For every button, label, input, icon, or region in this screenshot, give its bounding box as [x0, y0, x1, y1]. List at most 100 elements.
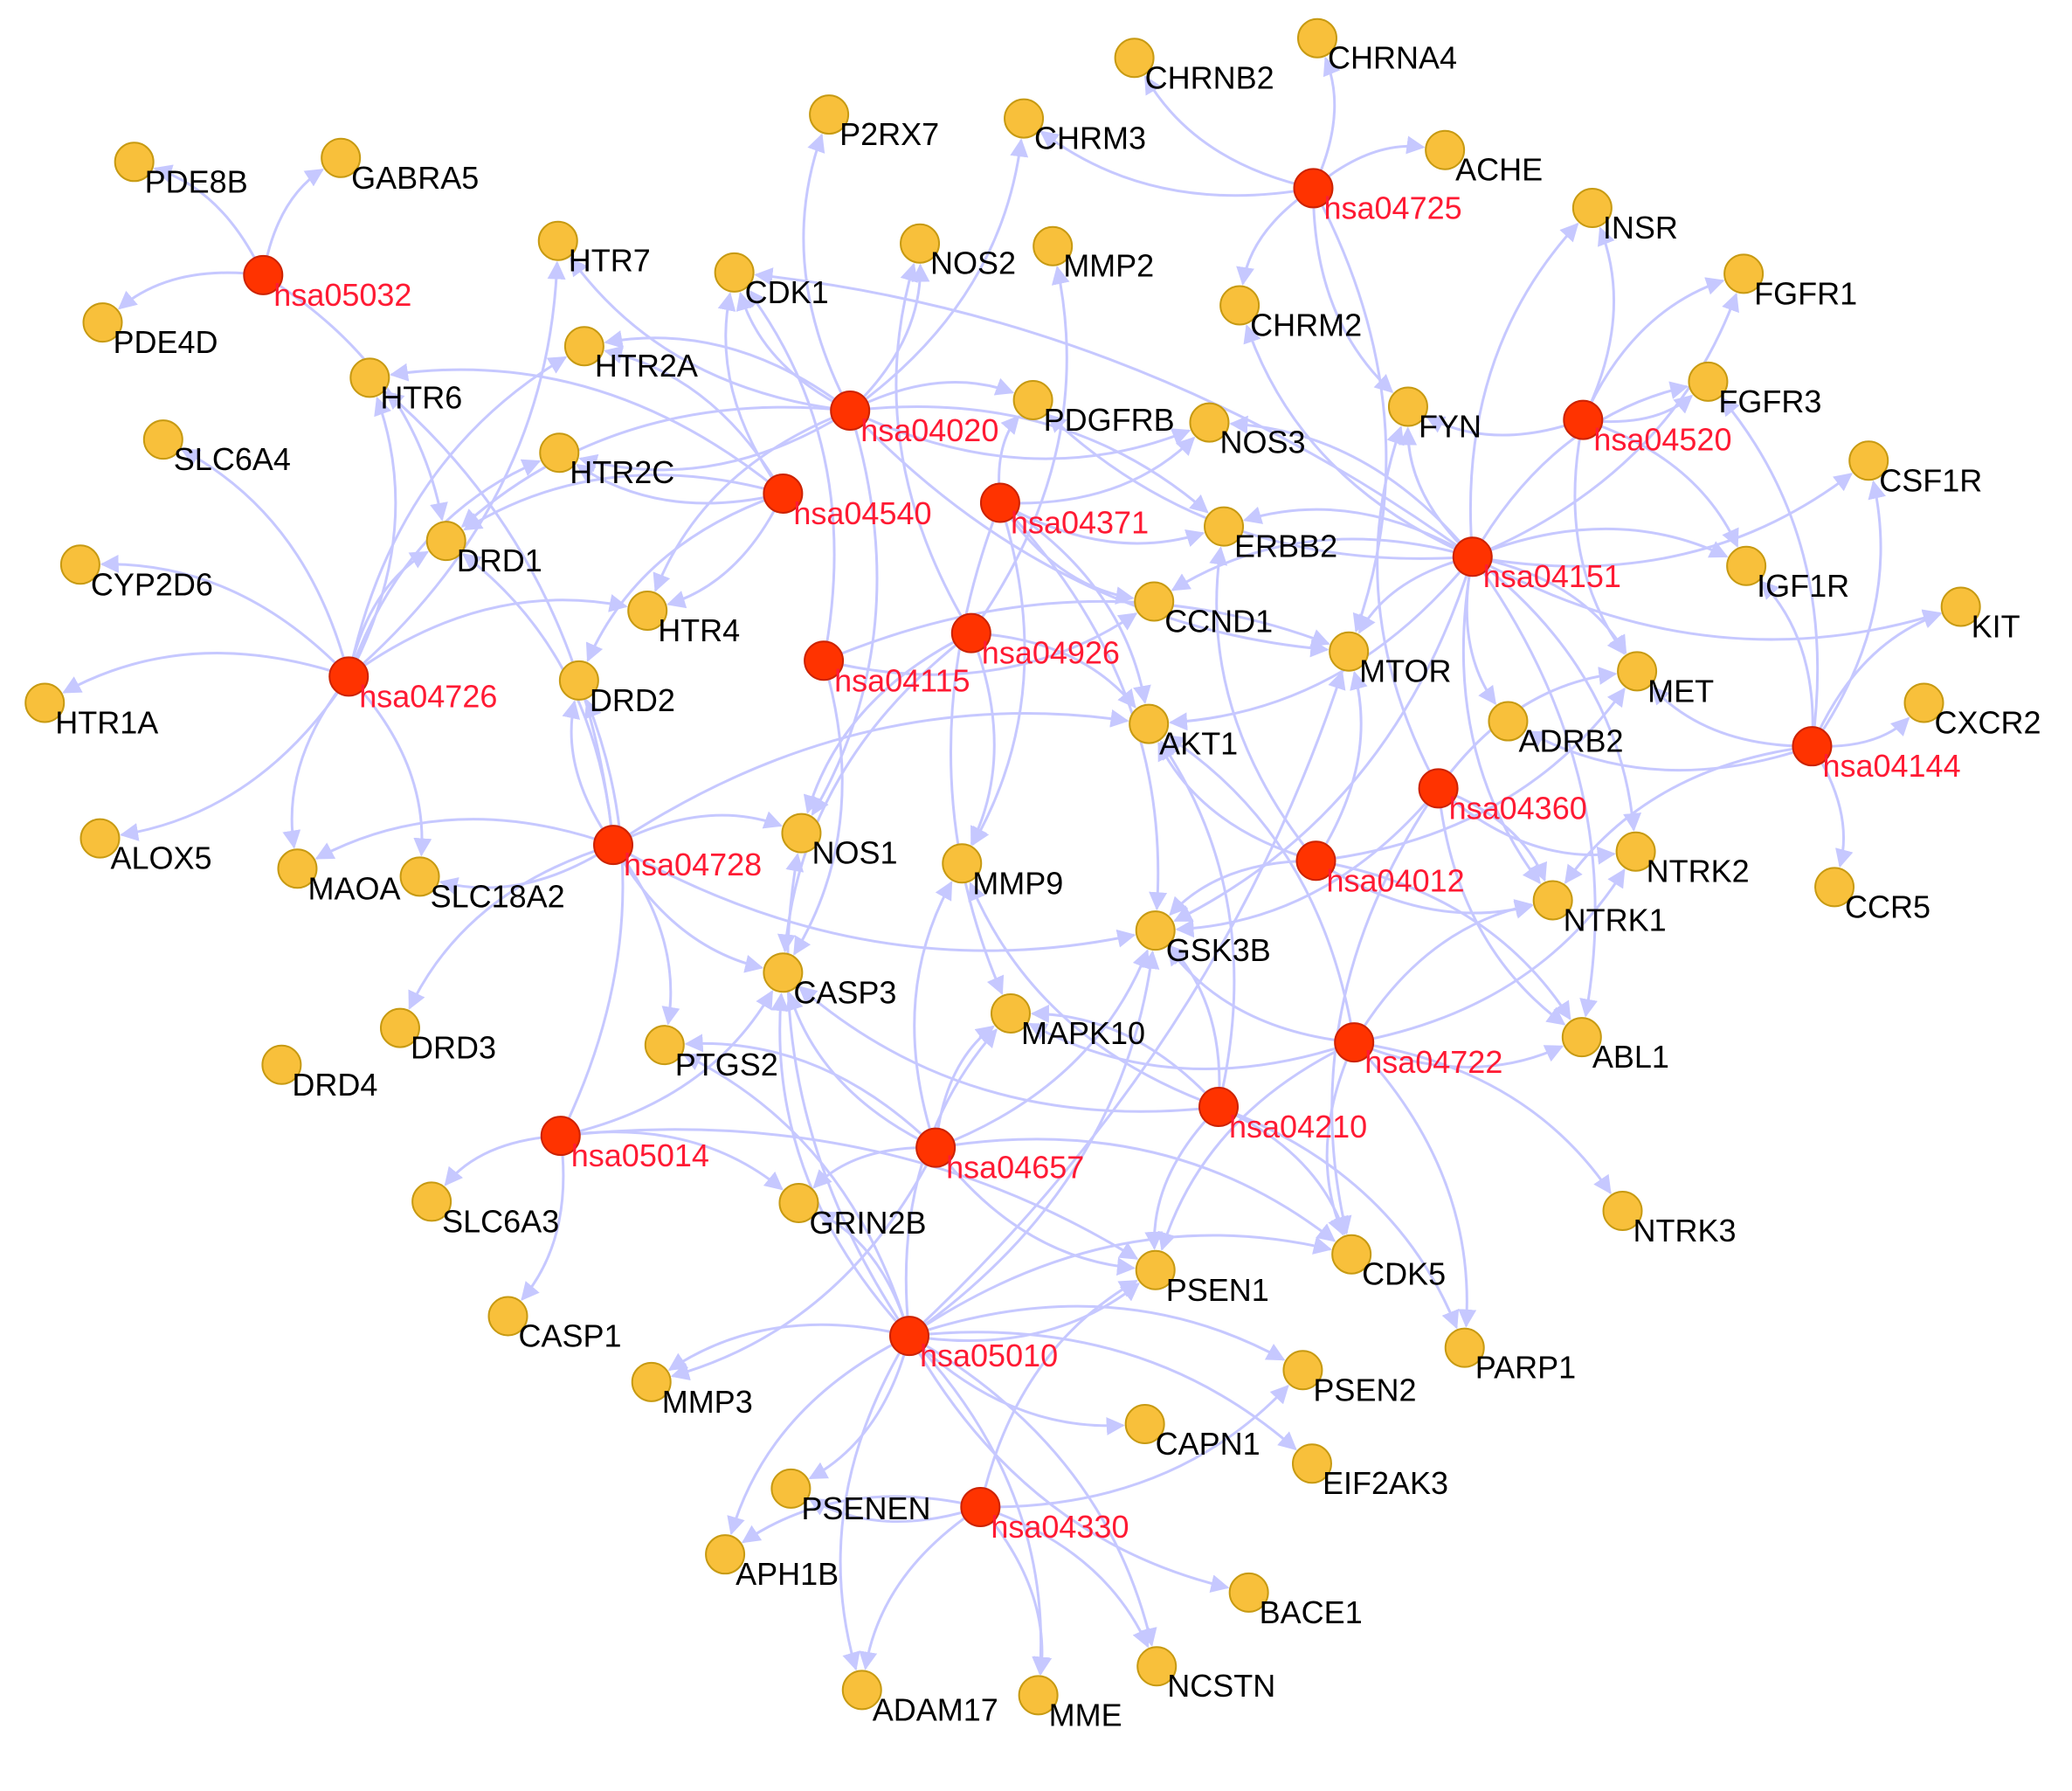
gene-node-SLC18A2 [399, 856, 440, 897]
edge-hsa04144-ADRB2 [1525, 730, 1813, 772]
edge-hsa05014-CASP3 [560, 990, 774, 1138]
gene-label-MMP9: MMP9 [972, 865, 1063, 901]
edge-hsa04722-PARP1 [1353, 1041, 1477, 1328]
gene-label-DRD3: DRD3 [411, 1030, 496, 1066]
edge-hsa04012-ABL1 [1316, 859, 1571, 1020]
gene-label-P2RX7: P2RX7 [839, 116, 939, 152]
gene-node-NCSTN [1136, 1646, 1178, 1687]
gene-label-CHRNA4: CHRNA4 [1328, 40, 1457, 76]
edge-hsa04657-MMP9 [913, 881, 953, 1149]
edge-hsa04151-ADRB2 [1465, 556, 1497, 706]
gene-label-NOS3: NOS3 [1219, 425, 1305, 460]
gene-node-NOS3 [1189, 402, 1230, 443]
edge-hsa04726-SLC18A2 [348, 675, 432, 857]
gene-node-MTOR [1329, 631, 1370, 672]
pathway-node-hsa04540 [763, 473, 804, 514]
edge-hsa04144-IGF1R [1759, 580, 1814, 747]
edge-hsa04726-HTR2A [347, 356, 568, 677]
edge-hsa04012-MTOR [1315, 670, 1368, 862]
edge-hsa04657-PTGS2 [684, 1034, 937, 1149]
gene-label-CCND1: CCND1 [1164, 603, 1273, 639]
edge-hsa04726-HTR1A [62, 652, 349, 694]
pathway-node-hsa04726 [328, 656, 370, 697]
gene-label-GSK3B: GSK3B [1166, 932, 1271, 968]
gene-node-GRIN2B [778, 1182, 819, 1223]
edge-hsa04012-MET [1316, 687, 1626, 862]
edge-hsa04151-NTRK2 [1471, 556, 1642, 832]
edge-hsa04657-MMP3 [670, 1146, 937, 1381]
gene-label-CDK1: CDK1 [745, 274, 829, 310]
edge-hsa04520-FGFR1 [1581, 277, 1725, 421]
edge-layer [62, 56, 1943, 1676]
pathway-label-hsa04012: hsa04012 [1327, 862, 1465, 898]
gene-label-FGFR1: FGFR1 [1754, 275, 1857, 311]
gene-label-ERBB2: ERBB2 [1234, 529, 1337, 564]
pathway-label-hsa04210: hsa04210 [1229, 1109, 1367, 1144]
edge-hsa04012-ERBB2 [1209, 546, 1317, 862]
edge-hsa04020-CHRM3 [849, 138, 1029, 412]
edge-hsa04722-NTRK2 [1353, 868, 1626, 1044]
edge-hsa04020-HTR2C [578, 409, 851, 473]
gene-label-HTR1A: HTR1A [55, 704, 158, 740]
gene-label-ALOX5: ALOX5 [110, 840, 211, 876]
pathway-node-hsa04012 [1295, 840, 1336, 882]
pathway-node-hsa04926 [950, 612, 991, 653]
pathway-label-hsa04926: hsa04926 [982, 635, 1120, 671]
gene-label-PSEN1: PSEN1 [1166, 1272, 1269, 1308]
gene-label-ACHE: ACHE [1455, 152, 1543, 188]
gene-label-HTR2C: HTR2C [570, 454, 674, 490]
edge-hsa04926-NOS2 [894, 262, 973, 634]
edge-hsa04012-GSK3B [1169, 859, 1316, 916]
edge-hsa04151-CDK1 [754, 267, 1474, 558]
edge-hsa04540-DRD1 [463, 474, 784, 531]
edge-hsa04926-CASP3 [777, 632, 972, 953]
gene-node-CYP2D6 [59, 544, 100, 585]
edge-hsa04728-NOS1 [612, 811, 783, 847]
gene-label-CASP1: CASP1 [519, 1318, 622, 1354]
edge-hsa04020-CDK1 [736, 291, 851, 412]
gene-label-MET: MET [1647, 673, 1714, 709]
edge-hsa04115-MTOR [823, 599, 1330, 662]
gene-node-HTR4 [627, 591, 668, 632]
gene-label-CHRM3: CHRM3 [1034, 121, 1146, 156]
gene-label-MAPK10: MAPK10 [1021, 1015, 1145, 1051]
gene-node-CCND1 [1134, 581, 1175, 622]
gene-node-HTR6 [349, 357, 390, 398]
gene-label-INSR: INSR [1603, 210, 1678, 245]
gene-node-PDE4D [82, 302, 123, 343]
edge-hsa04330-PSENEN [808, 1497, 981, 1524]
gene-label-DRD4: DRD4 [292, 1067, 377, 1103]
edge-hsa04151-FGFR3 [1471, 381, 1689, 557]
gene-node-CDK5 [1331, 1234, 1372, 1275]
gene-node-PDGFRB [1012, 379, 1053, 420]
edge-hsa04728-AKT1 [612, 709, 1129, 847]
gene-node-MMP3 [631, 1361, 672, 1402]
gene-label-ABL1: ABL1 [1592, 1039, 1669, 1075]
gene-node-GSK3B [1135, 910, 1176, 951]
gene-label-NTRK3: NTRK3 [1633, 1213, 1737, 1248]
gene-node-APH1B [705, 1534, 746, 1575]
edge-hsa05014-DRD2 [559, 699, 625, 1137]
edge-hsa04144-CSF1R [1811, 480, 1887, 748]
edge-hsa04657-GSK3B [935, 949, 1150, 1150]
edge-hsa04115-CASP3 [793, 660, 844, 956]
gene-node-BACE1 [1228, 1572, 1269, 1613]
pathway-node-hsa04371 [979, 482, 1020, 523]
pathway-label-hsa04371: hsa04371 [1011, 504, 1149, 540]
gene-node-NTRK3 [1602, 1190, 1643, 1231]
edge-hsa04728-CASP3 [611, 844, 764, 973]
edge-hsa04020-HTR4 [653, 409, 851, 592]
gene-label-APH1B: APH1B [736, 1556, 839, 1592]
gene-label-BACE1: BACE1 [1260, 1594, 1363, 1630]
edge-hsa05010-CASP3 [770, 992, 911, 1338]
gene-label-CDK5: CDK5 [1362, 1256, 1446, 1292]
edge-hsa04210-CASP3 [798, 985, 1219, 1113]
gene-node-CHRNB2 [1114, 38, 1155, 79]
edge-hsa04722-PSEN1 [1157, 1041, 1355, 1251]
edge-hsa04722-MAPK10 [1028, 1022, 1355, 1070]
gene-label-PTGS2: PTGS2 [675, 1047, 778, 1082]
gene-label-DRD1: DRD1 [457, 543, 542, 578]
edge-hsa04360-GSK3B [1175, 787, 1440, 938]
pathway-node-hsa04151 [1452, 536, 1493, 577]
